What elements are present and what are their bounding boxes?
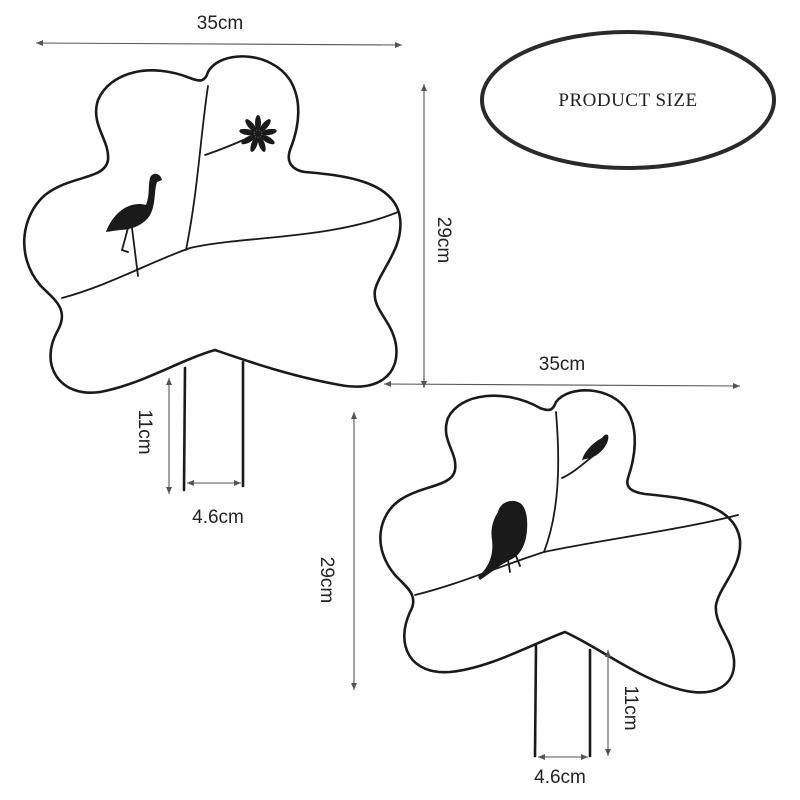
product-a-ground-line (61, 211, 399, 299)
product-b-stake-gap-label: 4.6cm (534, 767, 586, 788)
product-a-divider-vertical (185, 85, 209, 251)
product-b-width-label: 35cm (539, 354, 585, 375)
product-a-frame (22, 55, 402, 394)
product-b-stake-left (533, 644, 538, 758)
product-b-divider-vertical (543, 411, 560, 553)
product-a-stake-left (182, 366, 187, 492)
product-b-frame (379, 389, 742, 694)
flamingo-icon (106, 173, 162, 277)
product-b-width-line (383, 381, 741, 389)
product-a (22, 55, 402, 492)
product-a-height-label: 29cm (433, 217, 454, 263)
product-a-flower-stem (204, 137, 249, 156)
product-b-stake-length-label: 11cm (620, 685, 641, 730)
product-b-ground-line (414, 514, 739, 596)
product-a-stake-gap-label: 4.6cm (192, 507, 244, 528)
product-b (379, 389, 742, 758)
daisy-icon (239, 115, 277, 152)
perched-bird-icon (478, 500, 528, 580)
product-a-width-line (35, 40, 403, 48)
product-a-stake-length-label: 11cm (134, 409, 155, 454)
badge-ellipse (480, 30, 776, 170)
badge-title: PRODUCT SIZE (558, 90, 697, 111)
product-size-badge: PRODUCT SIZE (480, 30, 776, 170)
product-b-dimensions: 35cm 29cm 11cm 4.6cm (316, 354, 741, 788)
product-a-width-label: 35cm (197, 13, 243, 34)
product-a-dimensions: 35cm 29cm 11cm 4.6cm (35, 13, 454, 528)
product-b-height-label: 29cm (316, 557, 337, 603)
small-bird-icon (582, 434, 609, 460)
